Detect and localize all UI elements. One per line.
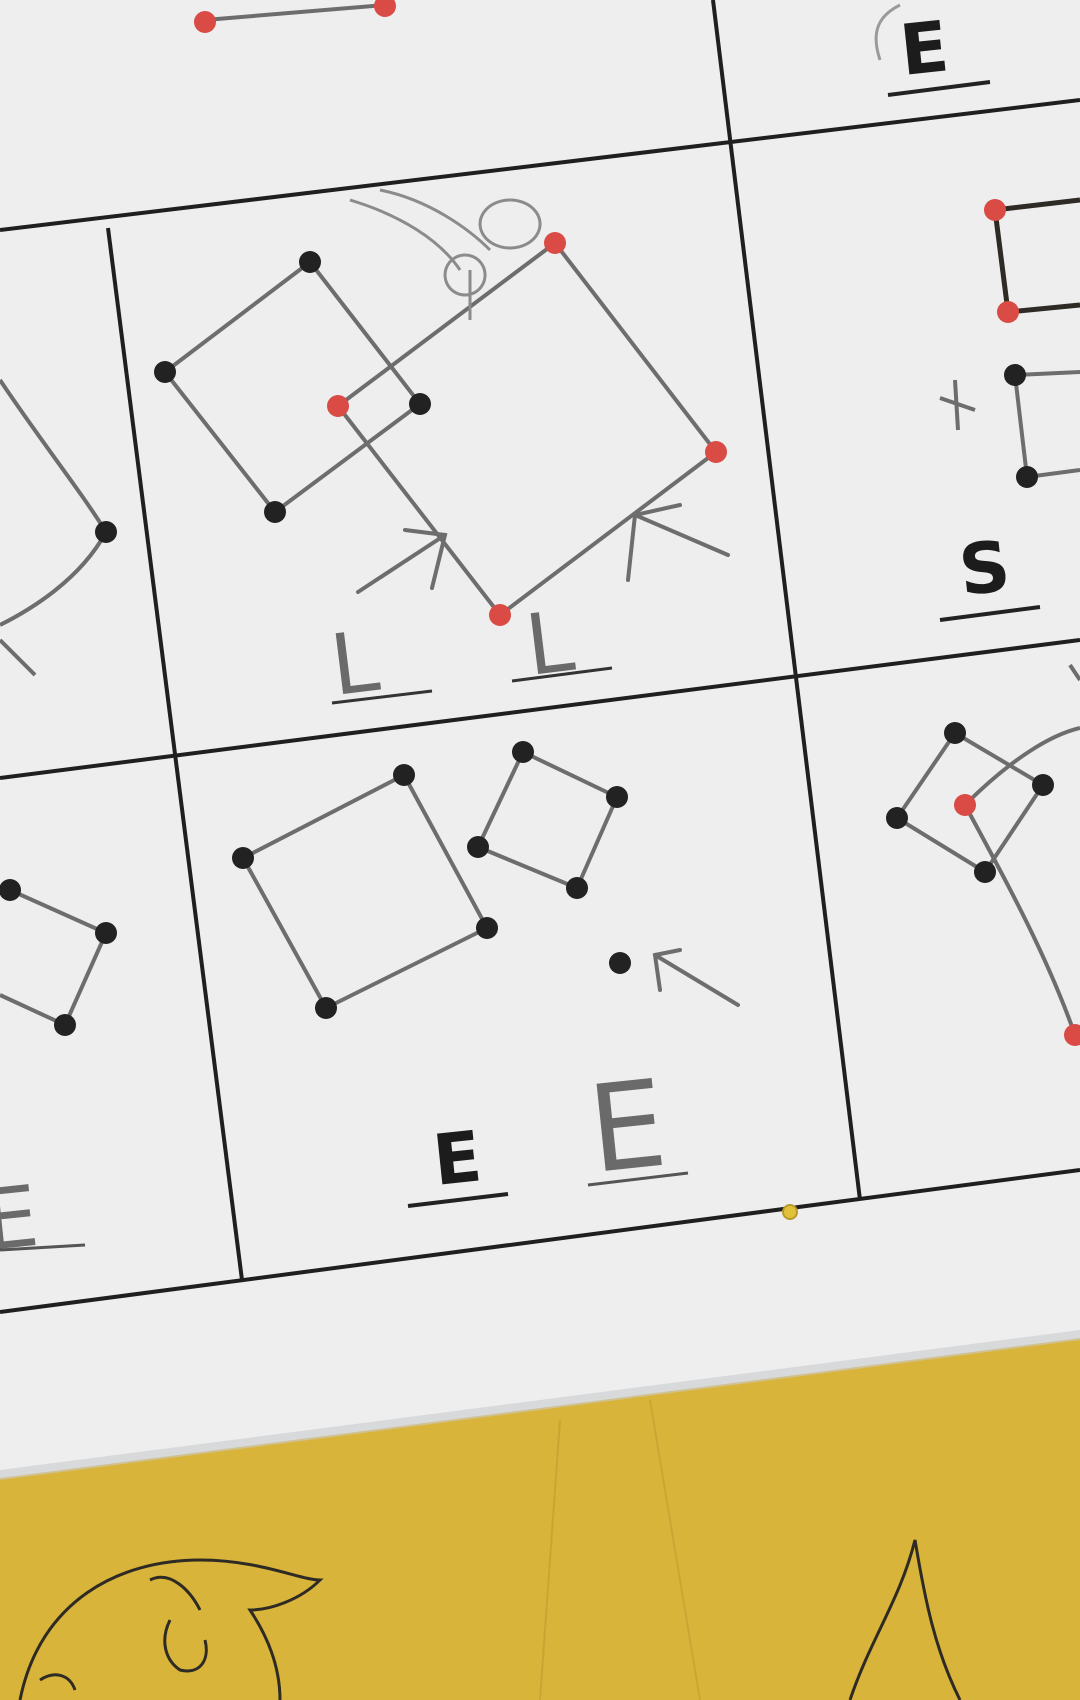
- pencil-arrow: [356, 528, 448, 594]
- black-dot: [974, 861, 996, 883]
- black-dot: [1004, 364, 1026, 386]
- printed-letter: E: [429, 1115, 485, 1202]
- black-dot: [606, 786, 628, 808]
- black-dot: [1032, 774, 1054, 796]
- table-scratch: [539, 1419, 561, 1700]
- black-dot: [0, 879, 21, 901]
- black-dot: [264, 501, 286, 523]
- red-dot: [954, 794, 976, 816]
- answer-blank: [587, 1171, 689, 1187]
- pencil-mark: [939, 379, 976, 431]
- black-dot: [512, 741, 534, 763]
- answer-blank: [939, 605, 1041, 622]
- black-dot: [467, 836, 489, 858]
- answer-blank: [511, 666, 613, 683]
- red-dot: [544, 232, 566, 254]
- top-cells-partial: E: [194, 0, 991, 97]
- worksheet-grid: [0, 0, 1080, 1314]
- red-dot: [997, 301, 1019, 323]
- red-dot: [984, 199, 1006, 221]
- yellow-pin: [782, 1204, 798, 1220]
- printed-letter: S: [955, 525, 1014, 612]
- pencil-line: [1068, 663, 1080, 682]
- black-dot: [393, 764, 415, 786]
- pencil-arrow: [626, 503, 730, 582]
- black-dot: [315, 997, 337, 1019]
- black-dot: [232, 847, 254, 869]
- red-dot: [1064, 1024, 1080, 1046]
- black-dot: [54, 1014, 76, 1036]
- red-dot: [374, 0, 396, 17]
- pencil-line: [204, 3, 386, 22]
- red-dot: [705, 441, 727, 463]
- pencil-arrow: [652, 948, 740, 1007]
- answer-blank: [887, 80, 991, 97]
- answer-blank: [331, 689, 433, 705]
- black-dot: [95, 922, 117, 944]
- doodle-leaf: [848, 1539, 962, 1700]
- printed-letter: E: [896, 5, 952, 92]
- black-dot: [95, 521, 117, 543]
- worksheet-paper: [0, 0, 1080, 1478]
- pencil-square-partial: [0, 888, 109, 1028]
- black-dot: [609, 952, 631, 974]
- red-dot: [489, 604, 511, 626]
- marker-line: [992, 197, 1080, 315]
- doodle-eye: [39, 1673, 77, 1691]
- red-dot: [327, 395, 349, 417]
- black-dot: [1016, 466, 1038, 488]
- pencil-square-partial: [1012, 370, 1080, 480]
- pencil-line: [874, 3, 901, 61]
- black-dot: [566, 877, 588, 899]
- black-dot: [886, 807, 908, 829]
- black-dot: [409, 393, 431, 415]
- black-dot: [299, 251, 321, 273]
- right-cells-partial: S: [886, 197, 1080, 1046]
- paper-shadow: [0, 1330, 1080, 1480]
- table-scratch: [649, 1399, 701, 1700]
- table-doodles: [18, 1539, 962, 1700]
- doodle-face: [18, 1558, 324, 1700]
- answer-blank: [0, 1243, 86, 1252]
- red-dot: [194, 11, 216, 33]
- black-dot: [154, 361, 176, 383]
- cell-two-squares: E E: [232, 741, 798, 1220]
- black-dot: [944, 722, 966, 744]
- answer-blank: [407, 1192, 509, 1208]
- pencil-line: [963, 726, 1080, 1036]
- pencil-doodle: [349, 188, 542, 320]
- pencil-line: [0, 638, 37, 677]
- black-dot: [476, 917, 498, 939]
- doodle-eye: [149, 1575, 208, 1673]
